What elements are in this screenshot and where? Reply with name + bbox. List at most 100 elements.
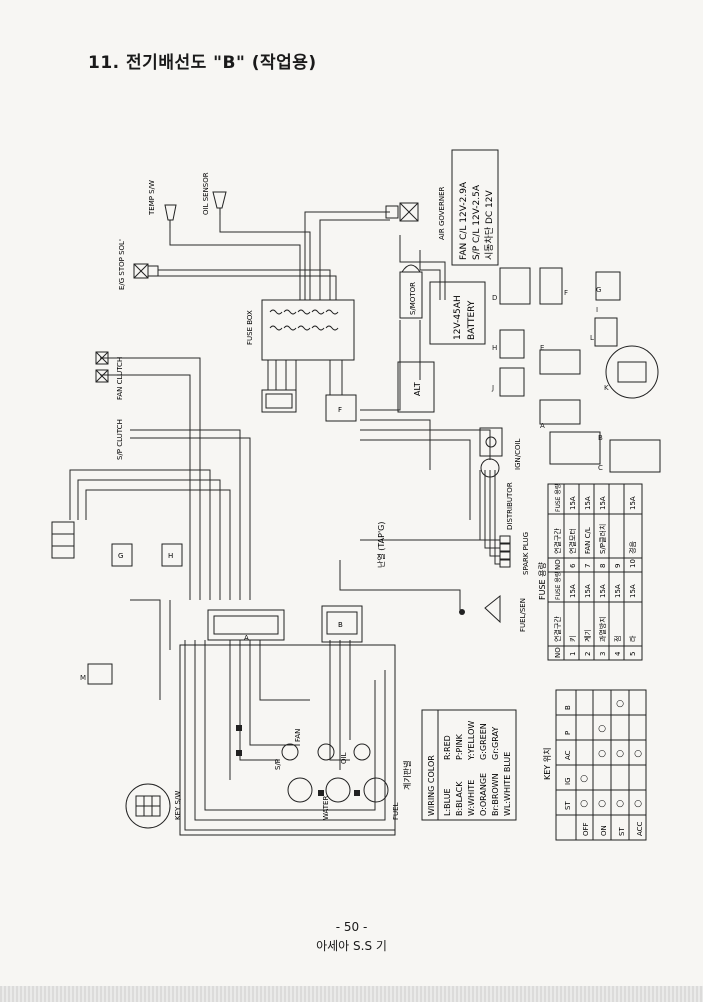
wiring-color-2a: B:BLACK [455, 781, 464, 816]
fan-clutch-label: FAN CLUTCH [116, 357, 124, 400]
pin-label-k: K [604, 384, 609, 392]
fuse-r2-cap: 15A [584, 584, 592, 598]
fuse-head-sec-1: 연결구간 [553, 616, 562, 642]
fuse-table-title: FUSE 용량 [537, 562, 547, 600]
wire-bundle [69, 211, 500, 831]
pin-label-c: C [598, 464, 603, 472]
fuse-r4-cap: 15A [614, 584, 622, 598]
fuse-r5-cap: 15A [629, 584, 637, 598]
fuse-head-cap-1: FUSE 용량 [555, 571, 562, 600]
key-mark: ○ [598, 724, 606, 734]
fuse-r4-sec: 점 [614, 636, 622, 642]
key-row-on: ON [600, 825, 608, 836]
spark-plug-label: SPARK PLUG [522, 532, 530, 575]
pin-label-g: G [596, 286, 601, 294]
rating-line-1: FAN C/L 12V-2.9A [459, 181, 469, 260]
key-mark: ○ [634, 799, 642, 809]
tap-label: 난열 (TAP'G) [377, 522, 386, 568]
scan-edge [0, 986, 703, 1002]
wiring-color-1a: L:BLUE [443, 788, 452, 816]
fuse-r3-cap2: 15A [599, 496, 607, 510]
fuse-r1-sec: 키 [568, 636, 577, 642]
pin-label-f: F [564, 289, 568, 297]
spark-plugs: SPARK PLUG [499, 532, 530, 575]
ign-coil-label: IGN/COIL [514, 438, 522, 470]
stop-sol-label: E/G STOP SOL' [118, 239, 126, 290]
fuse-r1-no2: 6 [569, 563, 577, 568]
key-row-st: ST [618, 827, 626, 836]
wiring-color-4a: O:ORANGE [479, 773, 488, 816]
wiring-color-2b: P:PINK [455, 733, 464, 760]
wiring-color-5b: Gr:GRAY [491, 727, 500, 760]
fuse-r5-no: 5 [629, 652, 637, 656]
key-mark: ○ [616, 799, 624, 809]
oil-sensor-label: OIL SENSOR [202, 172, 210, 215]
key-mark: ○ [616, 749, 624, 759]
connector-g: G [111, 543, 133, 567]
key-mark: ○ [598, 799, 606, 809]
key-row-off: OFF [582, 822, 590, 836]
fuse-r5-cap2: 15A [629, 496, 637, 510]
key-row-acc: ACC [636, 821, 644, 836]
wiring-color-1b: R:RED [443, 735, 452, 760]
fuse-r1-cap2: 15A [569, 496, 577, 510]
wiring-color-3b: Y:YELLOW [467, 721, 476, 761]
fuse-r2-no: 2 [584, 652, 592, 656]
battery-label: BATTERY [467, 300, 477, 340]
connector-h-label: H [168, 552, 173, 560]
fuse-r4-no: 4 [614, 651, 622, 656]
pin-label-d: D [492, 294, 497, 302]
wiring-color-6a: WL:WHITE BLUE [503, 752, 512, 816]
ign-coil: IGN/COIL [479, 427, 522, 470]
connector-pin-labels: D F G H E I J K L A B C M [80, 286, 609, 682]
rating-line-2: S/P C/L 12V-2.5A [472, 184, 482, 260]
connector-a: A [207, 609, 285, 642]
key-head-b: B [564, 705, 572, 710]
connector-pinouts [87, 267, 661, 685]
connector-b: B [321, 605, 363, 643]
fuse-r5-sec2: 경음 [628, 541, 637, 554]
connector-e-block [261, 389, 297, 413]
key-mark: ○ [634, 749, 642, 759]
temp-switch: TEMP S/W [148, 180, 177, 228]
pin-label-m: M [80, 674, 86, 682]
fuse-r5-sec: 라 [628, 635, 637, 642]
fuse-head-no-1: NO [554, 647, 562, 658]
sp-clutch: S/P CLUTCH [95, 369, 124, 460]
starter-motor: S/MOTOR [399, 264, 423, 319]
key-head-ig: IG [564, 778, 572, 786]
fuse-box: FUSE BOX [246, 299, 355, 361]
wiring-color-3a: W:WHITE [467, 780, 476, 816]
gauge-panel-label: 계기판넬 [402, 761, 412, 790]
fuse-head-no-2: NO [554, 559, 562, 570]
pin-label-e: E [540, 344, 544, 352]
distributor: DISTRIBUTOR [480, 458, 514, 530]
fuse-r1-cap: 15A [569, 584, 577, 598]
page-number: - 50 - [335, 920, 368, 934]
page-title: 11. 전기배선도 "B" (작업용) [88, 53, 317, 73]
fan-label: FAN [294, 729, 302, 742]
fuel-sen-label: FUEL/SEN [519, 598, 527, 632]
sp-label: S/P [274, 759, 282, 770]
alternator: ALT [397, 361, 435, 413]
air-governor-label: AIR GOVERNER [438, 187, 446, 240]
fuse-r3-sec: 과열방지 [598, 616, 607, 642]
pin-label-j: J [491, 384, 494, 392]
temp-sw-label: TEMP S/W [148, 180, 156, 216]
fuse-r1-no: 1 [569, 652, 577, 656]
key-sw-label: KEY S/W [174, 791, 182, 820]
key-mark: ○ [580, 774, 588, 784]
key-mark: ○ [580, 799, 588, 809]
fuse-box-label: FUSE BOX [246, 310, 254, 345]
pin-label-a: A [540, 422, 545, 430]
key-mark: ○ [616, 699, 624, 709]
sp-clutch-label: S/P CLUTCH [116, 419, 124, 460]
wiring-color-5a: Br:BROWN [491, 773, 500, 816]
fuel-label: FUEL [392, 802, 400, 820]
fuse-r2-sec2: FAN C/L [584, 527, 592, 554]
key-position-table: KEY 위치 B P AC IG ST OFF ON ST ACC ○ ○ ○ … [543, 689, 647, 841]
fuse-table: FUSE 용량 NO 연결구간 FUSE 용량 NO 연결구간 FUSE 용량 … [537, 483, 643, 661]
oil-sensor: OIL SENSOR [202, 172, 227, 215]
connector-f-block: F [325, 394, 357, 422]
alt-label: ALT [413, 382, 422, 396]
